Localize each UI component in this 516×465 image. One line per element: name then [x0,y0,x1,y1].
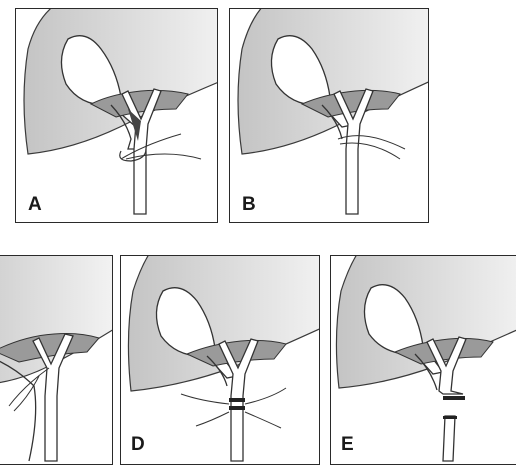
panel-label: A [28,194,42,216]
duct-stump [443,416,455,461]
panel-d-illustration [121,256,320,465]
panel-e-illustration [331,256,516,465]
clip-upper [443,396,465,400]
clip-lower [229,406,245,410]
panel-a-illustration [16,9,218,223]
ligature [121,134,201,159]
panel-b: B [229,8,429,223]
panel-d: D [120,255,320,465]
panel-label: D [131,434,145,456]
clip-lower [443,416,457,419]
panel-a: A [15,8,218,223]
clip-upper [229,398,245,402]
panel-e: E [330,255,516,465]
panel-label: E [341,434,354,456]
panel-label: B [242,194,256,216]
panel-c [0,255,113,465]
panel-b-illustration [230,9,429,223]
panel-c-illustration [0,256,113,465]
liver-shape [238,9,429,154]
liver-shape [24,9,218,154]
